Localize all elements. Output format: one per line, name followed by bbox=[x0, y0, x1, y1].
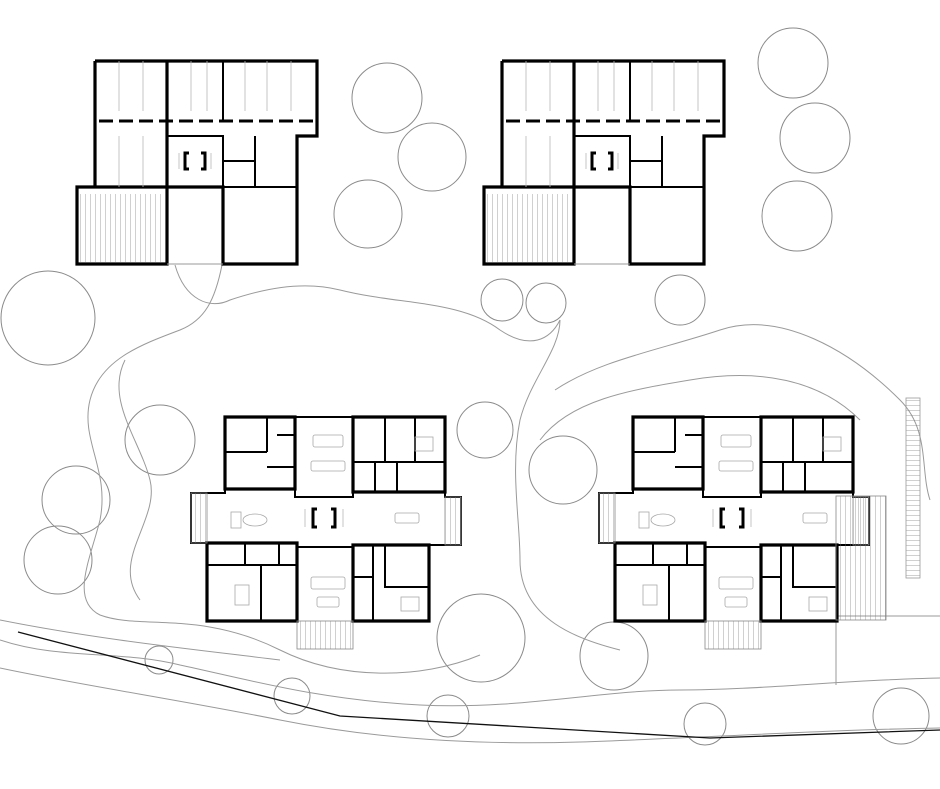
landscape-paths bbox=[0, 264, 940, 744]
tree-canopies bbox=[0, 27, 930, 746]
residential-building-west bbox=[189, 415, 463, 651]
terrace-steps bbox=[905, 397, 921, 579]
parking-building-west bbox=[75, 59, 319, 266]
parking-building-east bbox=[482, 59, 726, 266]
road-line bbox=[17, 631, 940, 739]
residential-building-east bbox=[597, 415, 887, 651]
